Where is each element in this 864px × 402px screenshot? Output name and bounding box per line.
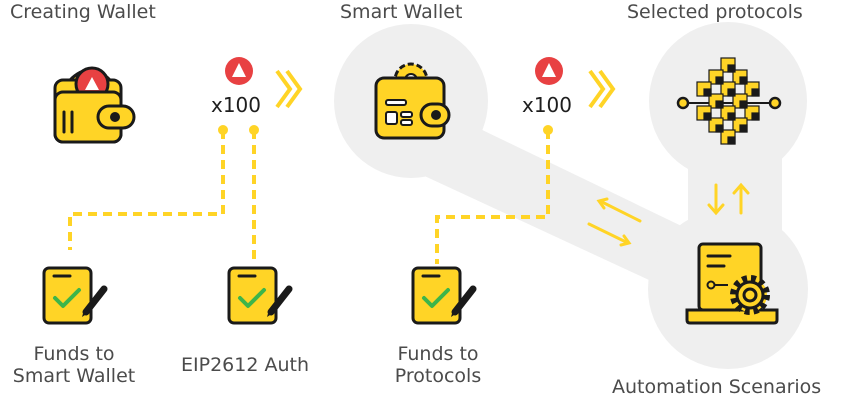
signed-document-icon xyxy=(227,266,293,325)
smart-wallet-gear-icon xyxy=(374,62,451,140)
chevron-right-icon xyxy=(588,69,616,109)
protocols-network-icon xyxy=(676,57,782,145)
avalanche-icon xyxy=(225,57,253,85)
caption-line: Funds to xyxy=(33,343,115,365)
automation-scenarios-title: Automation Scenarios xyxy=(612,376,822,398)
exchange-arrows-icon xyxy=(707,182,750,216)
connector-dot xyxy=(218,125,228,135)
protocols-bubble xyxy=(649,22,807,180)
connector-dot xyxy=(249,125,259,135)
connector-dot xyxy=(543,125,553,135)
smart-wallet-title: Smart Wallet xyxy=(340,1,463,23)
exchange-arrows-icon xyxy=(587,197,642,247)
eip2612-auth-caption: EIP2612 Auth xyxy=(181,354,309,376)
automation-laptop-gear-icon xyxy=(685,242,779,325)
caption-line: Protocols xyxy=(394,364,482,387)
creating-wallet-title: Creating Wallet xyxy=(10,1,156,23)
funds-to-smart-wallet-caption: Funds to Smart Wallet xyxy=(0,343,148,388)
signed-document-icon xyxy=(411,266,477,325)
dashed-connectors xyxy=(68,130,550,264)
multiplier-label: x100 xyxy=(211,93,262,117)
selected-protocols-title: Selected protocols xyxy=(627,1,803,23)
signed-document-icon xyxy=(42,266,108,325)
avalanche-icon xyxy=(535,57,563,85)
funds-to-protocols-caption: Funds to Protocols xyxy=(380,343,496,388)
chevron-right-icon xyxy=(275,69,303,109)
wallet-icon xyxy=(53,66,136,144)
caption-line: Funds to xyxy=(397,343,479,365)
multiplier-label: x100 xyxy=(522,93,573,117)
caption-line: Smart Wallet xyxy=(12,364,136,387)
